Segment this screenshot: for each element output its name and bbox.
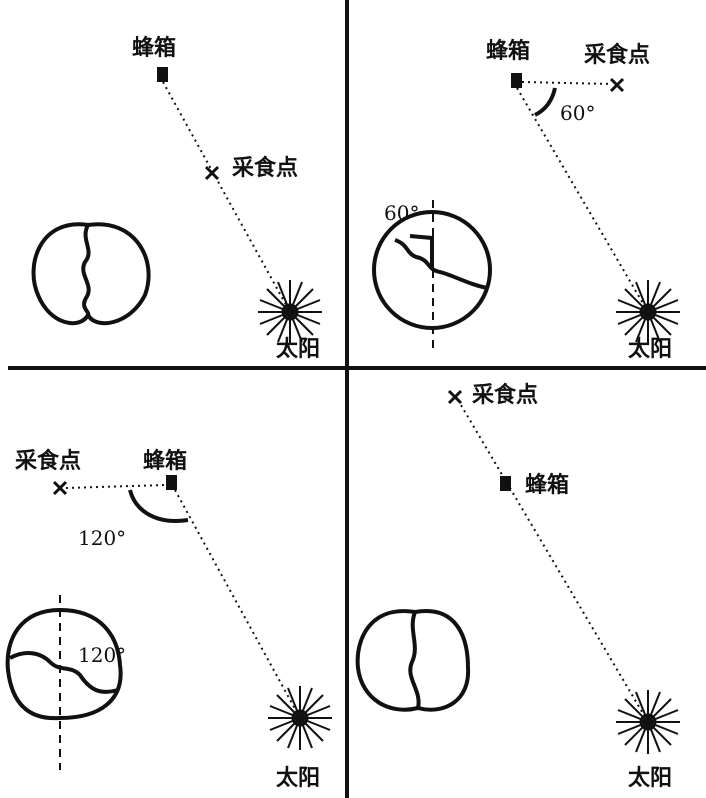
sun-label: 太阳 — [628, 766, 672, 791]
waggle-dance-figure — [5, 607, 123, 721]
hive-icon — [500, 476, 511, 491]
waggle-dance-figure — [372, 210, 492, 330]
food-label: 采食点 — [472, 382, 538, 408]
food-source-icon — [52, 480, 68, 496]
food-source-icon — [204, 165, 220, 181]
hive-icon — [511, 73, 522, 88]
hive-label: 蜂箱 — [143, 448, 187, 474]
sun-icon — [614, 688, 682, 756]
food-label: 采食点 — [232, 155, 298, 181]
panel-bottom-right: 采食点 蜂箱 太阳 — [355, 382, 682, 791]
food-label: 采食点 — [15, 448, 81, 474]
hive-label: 蜂箱 — [486, 38, 530, 64]
sun-label: 太阳 — [628, 337, 672, 362]
hive-icon — [157, 67, 168, 82]
sun-label: 太阳 — [276, 337, 320, 362]
angle-arc — [128, 489, 189, 523]
angle-label: 120° — [78, 526, 126, 550]
food-label: 采食点 — [584, 42, 650, 68]
sun-label: 太阳 — [276, 766, 320, 791]
panel-top-left: 蜂箱 采食点 太阳 — [31, 35, 324, 362]
panel-bottom-left: 采食点 蜂箱 120° 太阳 120° — [5, 448, 334, 791]
sun-icon — [256, 278, 324, 346]
hive-icon — [166, 475, 177, 490]
sun-icon — [266, 684, 334, 752]
angle-label: 60° — [560, 101, 595, 125]
angle-arc — [534, 87, 557, 117]
sun-icon — [614, 278, 682, 346]
panel-top-right: 蜂箱 采食点 60° 太阳 60° — [372, 38, 682, 362]
hive-label: 蜂箱 — [525, 472, 569, 498]
hive-label: 蜂箱 — [132, 35, 176, 61]
food-source-icon — [609, 77, 625, 93]
waggle-dance-figure — [31, 222, 151, 326]
waggle-dance-figure — [355, 608, 471, 712]
